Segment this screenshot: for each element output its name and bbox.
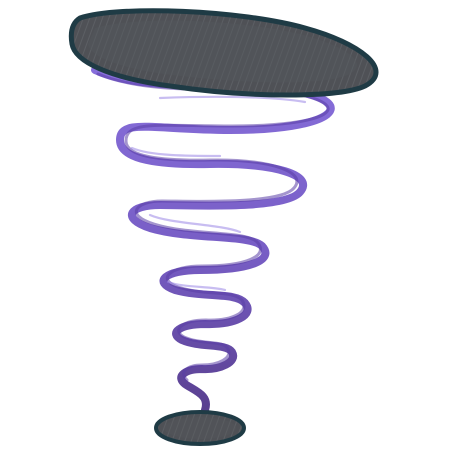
bottom-disc — [154, 410, 246, 446]
spiral-outline — [96, 72, 330, 382]
bottom-disc-shape — [154, 410, 246, 446]
top-disc-inner-shade — [88, 20, 357, 83]
spiral-loop-1 — [91, 66, 335, 414]
spiral — [91, 66, 335, 414]
top-disc — [68, 8, 379, 98]
top-disc-shape — [68, 8, 379, 98]
spiral-highlight — [130, 95, 307, 292]
bottom-disc-inner — [164, 417, 236, 439]
